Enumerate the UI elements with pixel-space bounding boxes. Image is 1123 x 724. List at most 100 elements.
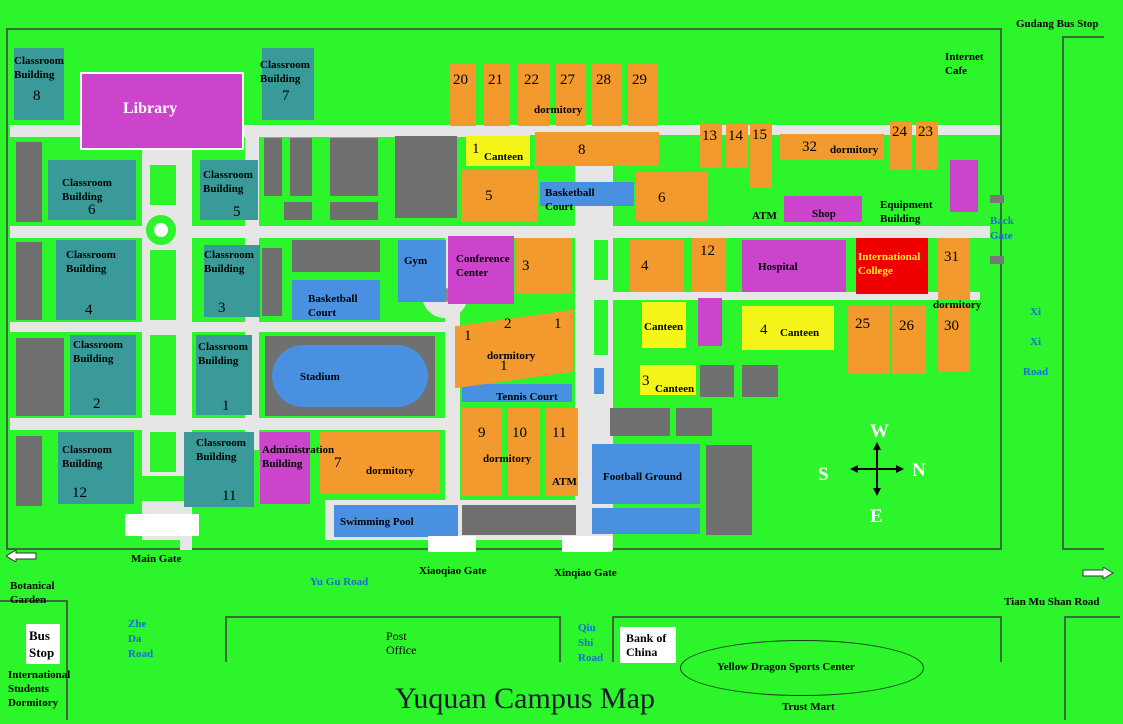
dorm-number-1c: 1 bbox=[500, 358, 508, 374]
lawn bbox=[150, 165, 176, 205]
dormitory-8 bbox=[535, 132, 659, 166]
bank-of-china-label: Bank of China bbox=[626, 631, 667, 659]
dormitory-29 bbox=[628, 64, 658, 126]
conference-center bbox=[448, 236, 514, 304]
compass-n: N bbox=[912, 460, 926, 481]
road bbox=[600, 292, 980, 300]
atm-label-2: ATM bbox=[552, 476, 577, 488]
road-line bbox=[0, 600, 66, 602]
canteen-1-label: Canteen bbox=[484, 151, 524, 163]
dormitory-20 bbox=[450, 64, 476, 126]
conference-center-label: Conference Center bbox=[456, 253, 510, 279]
dormitory-27 bbox=[556, 64, 586, 126]
gray-building bbox=[264, 138, 282, 196]
back-gate-post bbox=[990, 195, 1004, 203]
tennis-court-label: Tennis Court bbox=[496, 391, 558, 403]
dormitory-4 bbox=[630, 240, 684, 292]
tennis-court-2 bbox=[594, 368, 604, 394]
dormitory-11 bbox=[546, 408, 578, 496]
classroom-building-8 bbox=[14, 48, 64, 120]
classroom-building-2-label: Classroom Building bbox=[73, 339, 123, 365]
dorm-number-23: 23 bbox=[918, 124, 933, 140]
dormitory-32-label: dormitory bbox=[830, 144, 879, 156]
lawn bbox=[150, 432, 176, 472]
xinqiao-gate bbox=[562, 536, 612, 552]
canteen-2-label: Canteen bbox=[644, 321, 684, 333]
stadium-label: Stadium bbox=[300, 371, 340, 383]
dormitory-10 bbox=[508, 408, 540, 496]
classroom-building-11-label: Classroom Building bbox=[196, 437, 246, 463]
road bbox=[10, 322, 450, 332]
canteen-1-number: 1 bbox=[472, 141, 480, 157]
dorm-number-27: 27 bbox=[560, 72, 575, 88]
hospital bbox=[742, 240, 846, 292]
dorm-number-20: 20 bbox=[453, 72, 468, 88]
dorm-number-21: 21 bbox=[488, 72, 503, 88]
classroom-building-7-label: Classroom Building bbox=[260, 59, 310, 85]
road-line bbox=[612, 616, 1002, 662]
stadium-track bbox=[272, 345, 428, 407]
administration-building bbox=[260, 432, 310, 504]
shop-label: Shop bbox=[812, 208, 836, 220]
dorm-number-32: 32 bbox=[802, 139, 817, 155]
classroom-building-12-label: Classroom Building bbox=[62, 444, 112, 470]
road-line bbox=[1064, 616, 1120, 720]
dormitory-12 bbox=[692, 238, 726, 292]
internet-cafe-label: Internet Cafe bbox=[945, 51, 984, 77]
campus-boundary bbox=[6, 28, 1002, 550]
dormitory-23 bbox=[916, 122, 938, 170]
lawn bbox=[594, 240, 608, 280]
yugu-road-label: Yu Gu Road bbox=[310, 576, 369, 588]
dorm-number-14: 14 bbox=[728, 128, 743, 144]
library bbox=[80, 72, 244, 150]
classroom-building-1 bbox=[196, 335, 252, 415]
classroom-building-5 bbox=[200, 160, 258, 220]
basketball-court-2 bbox=[540, 182, 634, 206]
equipment-building-label: Equipment Building bbox=[880, 199, 933, 225]
classroom-building-5-number: 5 bbox=[233, 204, 241, 220]
canteen-2 bbox=[642, 302, 686, 348]
classroom-building-4-number: 4 bbox=[85, 302, 93, 318]
xinqiao-gate-label: Xinqiao Gate bbox=[554, 567, 617, 579]
canteen-4 bbox=[742, 306, 834, 350]
atm-label: ATM bbox=[752, 210, 777, 222]
dorm-number-11: 11 bbox=[552, 425, 567, 441]
dorm-number-9: 9 bbox=[478, 425, 486, 441]
dormitory-24 bbox=[890, 122, 912, 170]
classroom-building-8-number: 8 bbox=[33, 88, 41, 104]
dormitory-25 bbox=[848, 306, 890, 374]
gray-building bbox=[742, 365, 778, 397]
roundabout bbox=[146, 215, 176, 245]
compass-icon bbox=[850, 442, 904, 496]
international-college-label: International College bbox=[858, 251, 921, 277]
lawn bbox=[594, 300, 608, 355]
tennis-court bbox=[462, 384, 572, 402]
gray-building bbox=[330, 202, 378, 220]
dorm-number-5: 5 bbox=[485, 188, 493, 204]
classroom-building-4 bbox=[56, 240, 136, 320]
zheda-road-label: Zhe Da Road bbox=[128, 618, 154, 660]
canteen-3-number: 3 bbox=[642, 373, 650, 389]
dormitory-31-label: dormitory bbox=[933, 299, 982, 311]
swimming-pool bbox=[334, 505, 458, 537]
classroom-building-12 bbox=[58, 432, 134, 504]
road-line bbox=[225, 616, 561, 662]
dormitory-21 bbox=[484, 64, 510, 126]
dormitory-26 bbox=[892, 306, 926, 374]
dormitory-9-label: dormitory bbox=[483, 453, 532, 465]
dorm-number-1a: 1 bbox=[464, 328, 472, 344]
dormitory-14 bbox=[726, 124, 748, 168]
basketball-court bbox=[292, 280, 380, 320]
compass-w: W bbox=[870, 421, 889, 442]
dormitory-label: dormitory bbox=[534, 104, 583, 116]
bus-stop-label: Bus Stop bbox=[29, 628, 55, 660]
dormitory-31 bbox=[938, 238, 970, 300]
lawn bbox=[150, 250, 176, 320]
library-label: Library bbox=[123, 100, 178, 117]
purple-building bbox=[950, 160, 978, 212]
football-ground bbox=[592, 444, 700, 504]
classroom-building-11-number: 11 bbox=[222, 488, 237, 504]
xiaoqiao-gate bbox=[428, 536, 476, 552]
qiushi-road-label: Qiu Shi Road bbox=[578, 622, 604, 664]
dorm-number-6: 6 bbox=[658, 190, 666, 206]
